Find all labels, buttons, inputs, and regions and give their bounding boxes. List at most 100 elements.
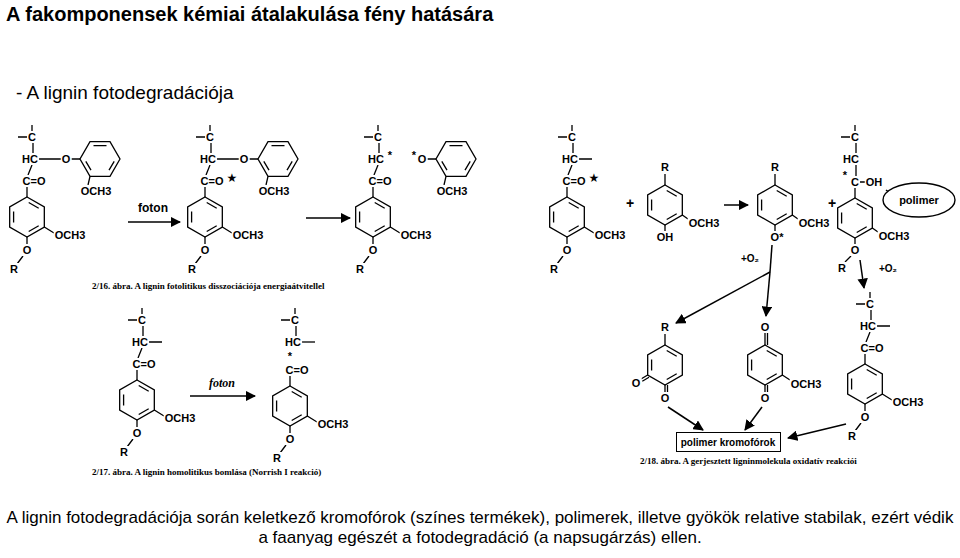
atom-label: O xyxy=(132,427,143,439)
atom-label: HC xyxy=(842,153,860,165)
reagent-label: +O₂ xyxy=(740,253,760,264)
atom-label: C xyxy=(27,131,37,143)
atom-label: C=O xyxy=(22,175,47,187)
figure-caption: 2/16. ábra. A lignin fotolitikus disszoc… xyxy=(92,281,325,291)
atom-label: * xyxy=(287,350,293,362)
structure-part xyxy=(848,354,892,431)
structure-part xyxy=(765,333,790,392)
arrow-label: foton xyxy=(209,376,235,391)
structure-part xyxy=(648,185,683,225)
atom-label: R xyxy=(660,161,670,173)
structure-part xyxy=(302,341,315,342)
reaction-arrow xyxy=(306,217,350,219)
atom-label: HC xyxy=(859,320,877,332)
atom-label: OCH3 xyxy=(594,229,627,241)
excited-state-mark: ★ xyxy=(227,171,238,185)
atom-label: OCH3 xyxy=(400,229,433,241)
excited-lignin-dimer xyxy=(188,125,298,264)
atom-label: OH xyxy=(865,176,884,188)
phenol-molecule xyxy=(648,174,688,231)
atom-label: OCH3 xyxy=(436,185,469,197)
reaction-arrow xyxy=(788,424,846,438)
node-label: polimer kromofórok xyxy=(681,437,775,448)
page-caption: A lignin fotodegradációja során keletkez… xyxy=(5,508,955,549)
atom-label: OCH3 xyxy=(164,412,197,424)
phenoxy-radical xyxy=(758,174,798,231)
polymer-ellipse: polimer xyxy=(882,182,956,218)
atom-label: R xyxy=(355,263,365,275)
atom-label: O xyxy=(631,377,642,389)
atom-label: R xyxy=(9,263,19,275)
atom-label: O xyxy=(239,153,250,165)
reaction-arrow xyxy=(745,407,762,430)
atom-label: C=O xyxy=(860,342,885,354)
ortho-quinone xyxy=(641,334,682,392)
reaction-arrow xyxy=(724,204,748,206)
atom-label: OCH3 xyxy=(798,217,831,229)
atom-label: OCH3 xyxy=(878,230,911,242)
atom-label: OCH3 xyxy=(232,229,265,241)
atom-label: O xyxy=(200,244,211,256)
structure-part xyxy=(427,142,476,185)
atom-label: * xyxy=(842,169,848,181)
atom-label: O xyxy=(61,153,72,165)
atom-label: R xyxy=(770,161,780,173)
structure-part xyxy=(188,187,232,264)
atom-label: C=O xyxy=(368,175,393,187)
atom-label: OCH3 xyxy=(790,378,823,390)
figure-caption: 2/17. ábra. A lignin homolitikus bomlása… xyxy=(92,467,321,477)
atom-label: * xyxy=(387,149,393,161)
atom-label: C xyxy=(205,131,215,143)
atom-label: C xyxy=(373,131,383,143)
ellipse-outline xyxy=(883,183,955,217)
atom-label: R xyxy=(549,263,559,275)
atom-label: C xyxy=(850,176,860,188)
atom-label: C xyxy=(137,314,147,326)
atom-label: OCH3 xyxy=(892,396,925,408)
atom-label: C xyxy=(865,298,875,310)
structure-part xyxy=(841,125,878,262)
ketone-product xyxy=(848,292,892,431)
structure-part xyxy=(273,376,317,453)
atom-label: O xyxy=(285,433,296,445)
structure-part xyxy=(550,187,594,264)
atom-label: HC xyxy=(21,153,39,165)
atom-label: HC xyxy=(284,336,302,348)
atom-label: C xyxy=(567,131,577,143)
atom-label: O xyxy=(660,392,671,404)
atom-label: OCH3 xyxy=(258,185,291,197)
atom-label: OCH3 xyxy=(80,185,113,197)
reaction-arrow xyxy=(766,272,770,316)
excited-lignin-unit xyxy=(550,125,594,264)
atom-label: O xyxy=(417,153,428,165)
atom-label: HC xyxy=(199,153,217,165)
structure-part xyxy=(648,345,683,385)
atom-label: HC xyxy=(131,336,149,348)
atom-label: C=O xyxy=(132,358,157,370)
cleaved-radicals xyxy=(273,308,317,453)
lignin-dimer xyxy=(10,125,120,264)
ketyl-radical xyxy=(838,125,878,262)
atom-label: R xyxy=(187,263,197,275)
reaction-arrow xyxy=(668,407,703,430)
atom-label: C=O xyxy=(200,175,225,187)
atom-label: C=O xyxy=(285,364,310,376)
atom-label: OCH3 xyxy=(317,418,350,430)
structure-part xyxy=(356,187,400,264)
atom-label: R xyxy=(119,446,129,458)
reagent-label: +O₂ xyxy=(878,263,898,274)
subtitle: - A lignin fotodegradációja xyxy=(16,82,234,104)
atom-label: R xyxy=(847,430,857,442)
para-quinone xyxy=(748,333,790,392)
structure-part xyxy=(665,174,688,231)
reaction-arrow xyxy=(860,260,864,288)
excited-state-mark: ★ xyxy=(589,171,600,185)
reaction-arrow xyxy=(190,395,255,397)
atom-label: O xyxy=(850,244,861,256)
plus-sign: + xyxy=(626,195,634,211)
arrow-label: foton xyxy=(138,201,168,215)
plus-sign: + xyxy=(828,195,836,211)
structure-part xyxy=(120,370,164,447)
atom-label: O xyxy=(562,244,573,256)
atom-label: O xyxy=(22,244,33,256)
